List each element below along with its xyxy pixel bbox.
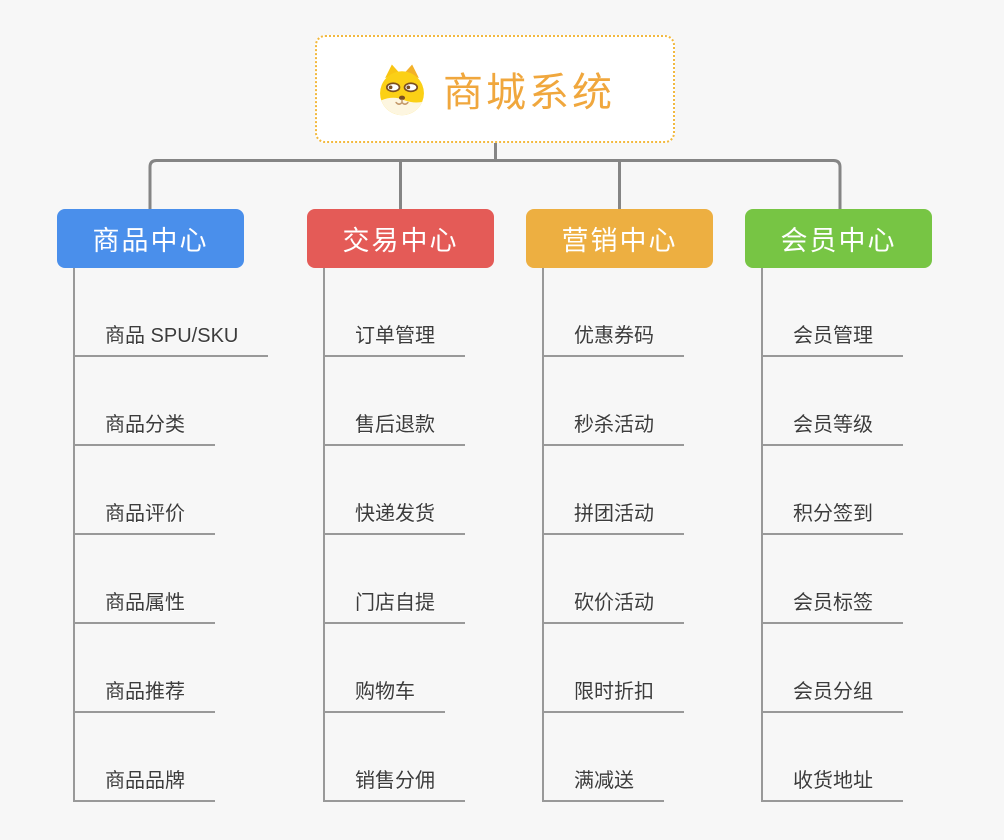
leaf-node[interactable]: 秒杀活动: [542, 412, 684, 446]
branch-header-member-center[interactable]: 会员中心: [745, 209, 932, 268]
leaf-node[interactable]: 商品 SPU/SKU: [73, 323, 269, 357]
branch-header-trade-center[interactable]: 交易中心: [307, 209, 494, 268]
bus-line: [148, 159, 842, 210]
branch-header-label: 商品中心: [92, 226, 209, 256]
leaf-node[interactable]: 砍价活动: [542, 590, 684, 624]
branch-trunk-line: [73, 268, 75, 802]
leaf-node[interactable]: 满减送: [542, 768, 664, 802]
branch-children-marketing-center: 优惠券码 秒杀活动 拼团活动 砍价活动 限时折扣 满减送: [542, 268, 772, 808]
branch-header-product-center[interactable]: 商品中心: [57, 209, 244, 268]
leaf-node[interactable]: 商品属性: [73, 590, 215, 624]
leaf-node[interactable]: 积分签到: [761, 501, 903, 535]
branch-children-trade-center: 订单管理 售后退款 快递发货 门店自提 购物车 销售分佣: [323, 268, 553, 808]
leaf-node[interactable]: 销售分佣: [323, 768, 465, 802]
dog-mascot-icon: [375, 61, 429, 117]
leaf-node[interactable]: 收货地址: [761, 768, 903, 802]
branch-header-label: 营销中心: [561, 226, 678, 256]
leaf-node[interactable]: 会员管理: [761, 323, 903, 357]
leaf-node[interactable]: 商品评价: [73, 501, 215, 535]
branch-trunk-line: [323, 268, 325, 802]
leaf-node[interactable]: 门店自提: [323, 590, 465, 624]
leaf-node[interactable]: 订单管理: [323, 323, 465, 357]
branch-trunk-line: [761, 268, 763, 802]
leaf-node[interactable]: 商品品牌: [73, 768, 215, 802]
leaf-node[interactable]: 限时折扣: [542, 679, 684, 713]
branch-header-marketing-center[interactable]: 营销中心: [526, 209, 713, 268]
root-title: 商城系统: [443, 71, 615, 115]
branch-children-product-center: 商品 SPU/SKU 商品分类 商品评价 商品属性 商品推荐 商品品牌: [73, 268, 303, 808]
leaf-node[interactable]: 会员等级: [761, 412, 903, 446]
leaf-node[interactable]: 商品推荐: [73, 679, 215, 713]
branch-header-label: 交易中心: [342, 226, 459, 256]
leaf-node[interactable]: 商品分类: [73, 412, 215, 446]
leaf-node[interactable]: 购物车: [323, 679, 445, 713]
branch-header-label: 会员中心: [780, 226, 897, 256]
leaf-node[interactable]: 会员标签: [761, 590, 903, 624]
branch-children-member-center: 会员管理 会员等级 积分签到 会员标签 会员分组 收货地址: [761, 268, 991, 808]
leaf-node[interactable]: 优惠券码: [542, 323, 684, 357]
branch-trunk-line: [542, 268, 544, 802]
root-node[interactable]: 商城系统: [315, 35, 675, 143]
leaf-node[interactable]: 售后退款: [323, 412, 465, 446]
leaf-node[interactable]: 快递发货: [323, 501, 465, 535]
leaf-node[interactable]: 会员分组: [761, 679, 903, 713]
leaf-node[interactable]: 拼团活动: [542, 501, 684, 535]
